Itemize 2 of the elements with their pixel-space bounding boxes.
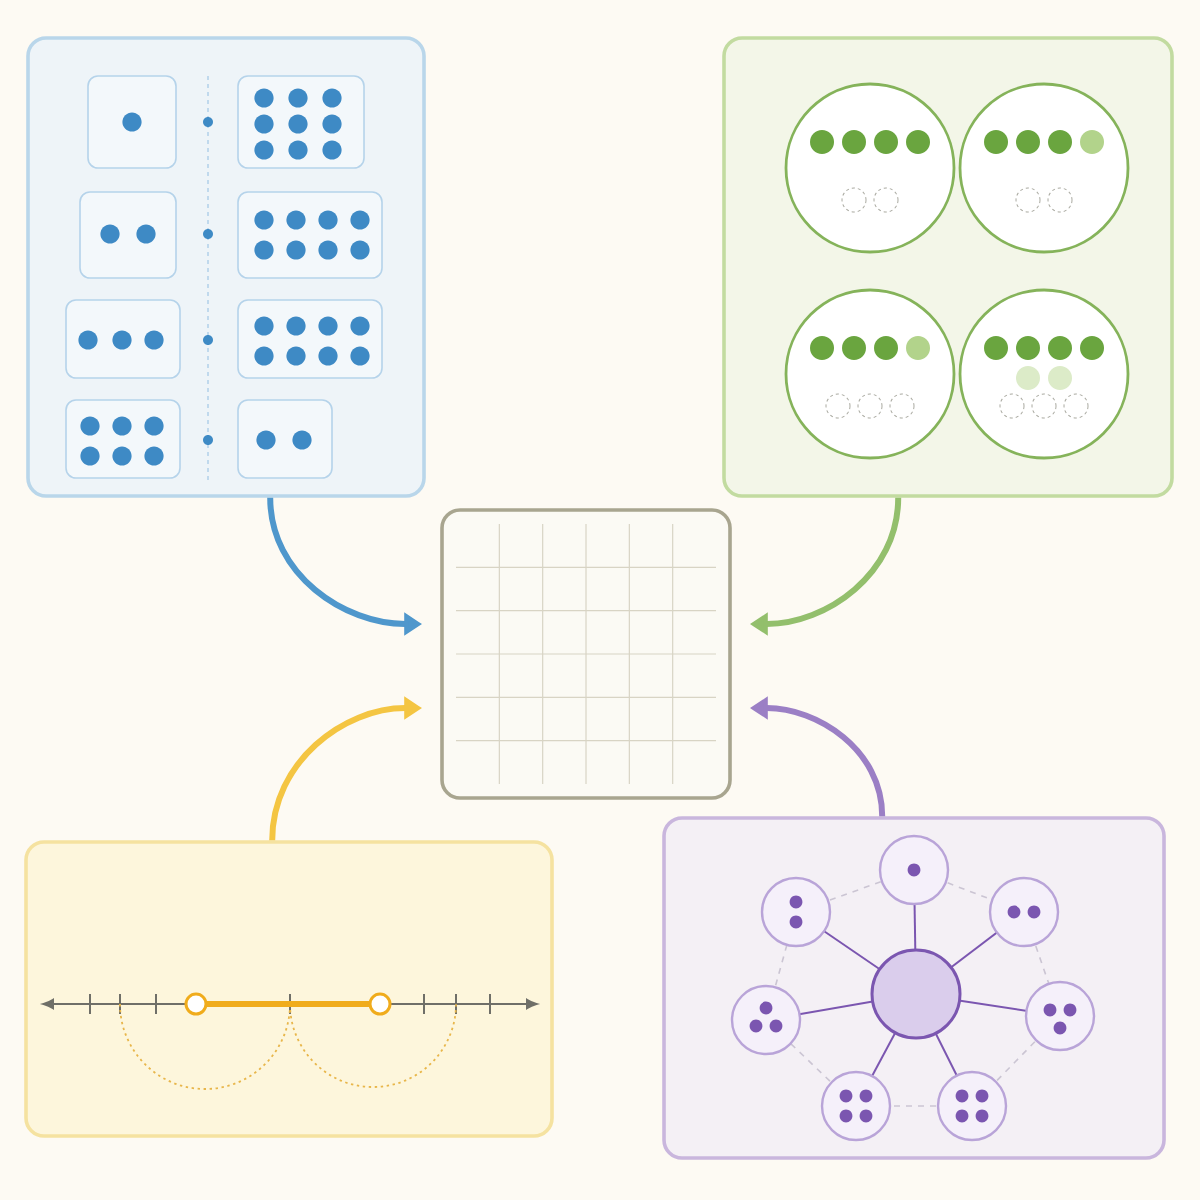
- panel: [24, 840, 554, 1138]
- grid-board: [440, 508, 732, 800]
